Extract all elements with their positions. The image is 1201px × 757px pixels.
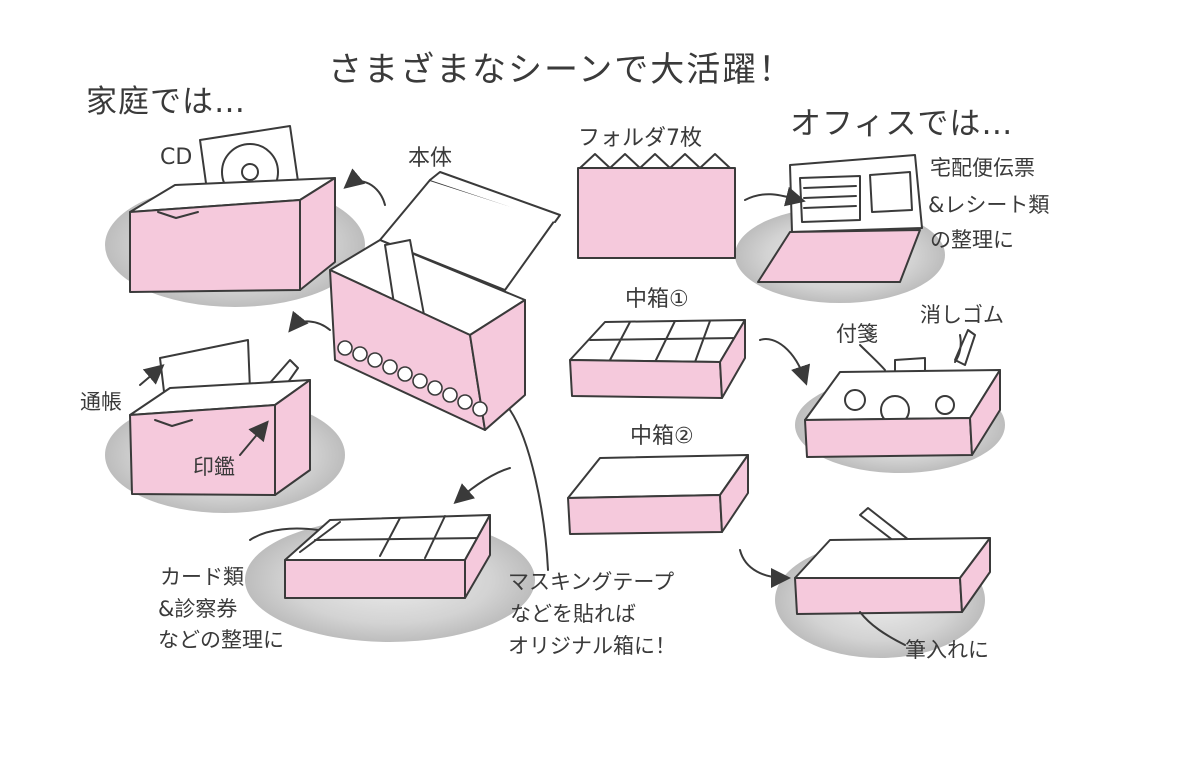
cards-note-line-1: カード類 bbox=[160, 565, 244, 589]
office-document-box bbox=[757, 154, 923, 283]
office-doc-note-line-2: &レシート類 bbox=[928, 193, 1050, 217]
folders-label: フォルダ7枚 bbox=[578, 126, 702, 151]
passbook-box bbox=[129, 339, 311, 496]
pen-holder-label: 筆入れに bbox=[905, 638, 989, 662]
folders-stack bbox=[577, 153, 736, 259]
main-body-box bbox=[329, 171, 561, 431]
seal-label: 印鑑 bbox=[193, 455, 235, 479]
sticky-notes-label: 付箋 bbox=[836, 322, 878, 346]
office-doc-note-line-1: 宅配便伝票 bbox=[930, 156, 1035, 180]
page-title: さまざまなシーンで大活躍！ bbox=[328, 50, 795, 90]
inner-box-2-label: 中箱② bbox=[630, 424, 694, 449]
tape-note-line-2: などを貼れば bbox=[510, 602, 636, 626]
inner-box-1-label: 中箱① bbox=[625, 287, 689, 312]
card-box bbox=[284, 514, 491, 599]
connector-arrows bbox=[139, 168, 962, 646]
pen-holder-box bbox=[794, 507, 991, 615]
tape-note-line-3: オリジナル箱に！ bbox=[508, 634, 676, 658]
office-heading: オフィスでは… bbox=[790, 106, 1014, 142]
cd-label: CD bbox=[160, 145, 193, 170]
home-heading: 家庭では… bbox=[86, 84, 246, 120]
inner-box-1 bbox=[569, 319, 746, 399]
passbook-label: 通帳 bbox=[80, 390, 122, 414]
cd-box bbox=[129, 125, 336, 293]
cards-note-line-2: &診察券 bbox=[158, 597, 238, 621]
main-body-label: 本体 bbox=[408, 146, 453, 171]
cards-note-line-3: などの整理に bbox=[158, 628, 284, 652]
stationery-box bbox=[804, 329, 1001, 458]
office-doc-note-line-3: の整理に bbox=[930, 228, 1014, 252]
tape-note-line-1: マスキングテープ bbox=[508, 570, 675, 594]
eraser-label: 消しゴム bbox=[920, 303, 1004, 327]
inner-box-2 bbox=[567, 454, 749, 535]
